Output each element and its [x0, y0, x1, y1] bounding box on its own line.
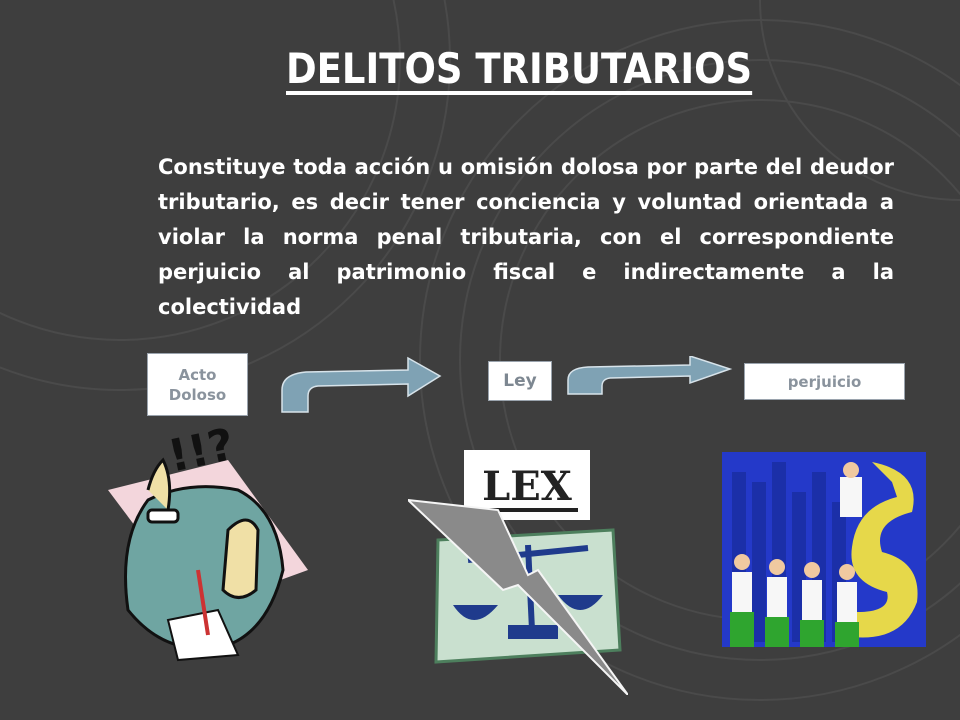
lex-label: LEX [482, 463, 572, 510]
definition-paragraph: Constituye toda acción u omisión dolosa … [158, 155, 894, 319]
shocked-man-clipart: !!? [108, 420, 308, 662]
people-dollar-clipart [722, 452, 926, 647]
flow-arrow-1 [281, 356, 442, 413]
ley-box: Ley [488, 361, 552, 401]
slide-title: DELITOS TRIBUTARIOS [286, 44, 753, 93]
perjuicio-box: perjuicio [744, 363, 905, 400]
lex-scales-clipart: LEX [408, 450, 628, 695]
acto-doloso-box: Acto Doloso [147, 353, 248, 416]
flow-arrow-2 [567, 356, 733, 395]
